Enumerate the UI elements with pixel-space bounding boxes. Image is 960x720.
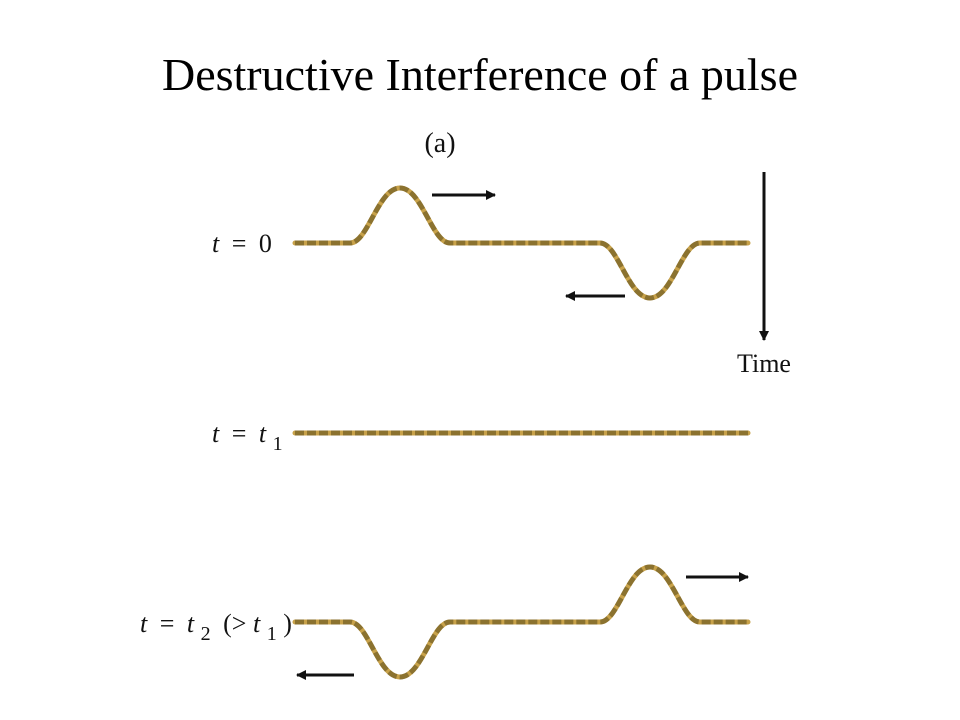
time-axis-label: Time (737, 349, 791, 378)
panel-label: (a) (424, 128, 455, 159)
slide-title: Destructive Interference of a pulse (161, 49, 798, 100)
string-t2 (292, 564, 751, 680)
row-label-t2: t = t 2 (> t 1 ) (140, 609, 292, 646)
row-label-t0: t = 0 (212, 229, 272, 258)
row-label-t1: t = t 1 (212, 419, 283, 455)
string-t0 (292, 185, 751, 301)
